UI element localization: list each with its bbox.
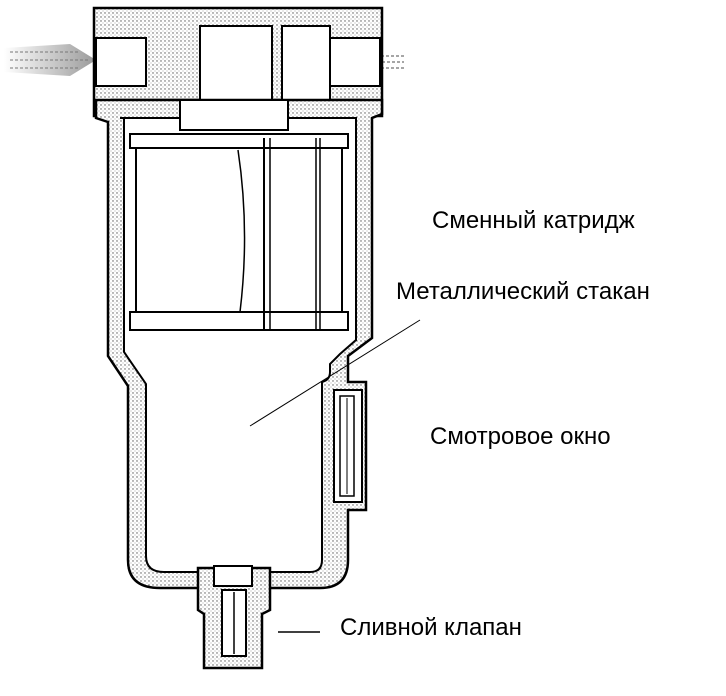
metal-bowl-label: Металлический стакан xyxy=(396,278,650,305)
cartridge-label: Сменный катридж xyxy=(432,207,635,234)
drain-valve xyxy=(196,565,272,670)
inlet-airflow-arrow xyxy=(4,44,96,76)
sight-window-label: Смотровое окно xyxy=(430,423,611,450)
outlet-port xyxy=(329,37,381,87)
filter-cartridge xyxy=(129,99,349,331)
sight-window xyxy=(333,389,363,503)
inlet-port xyxy=(95,37,147,87)
bowl-leader-line xyxy=(249,319,421,427)
drain-valve-label: Сливной клапан xyxy=(340,614,522,641)
